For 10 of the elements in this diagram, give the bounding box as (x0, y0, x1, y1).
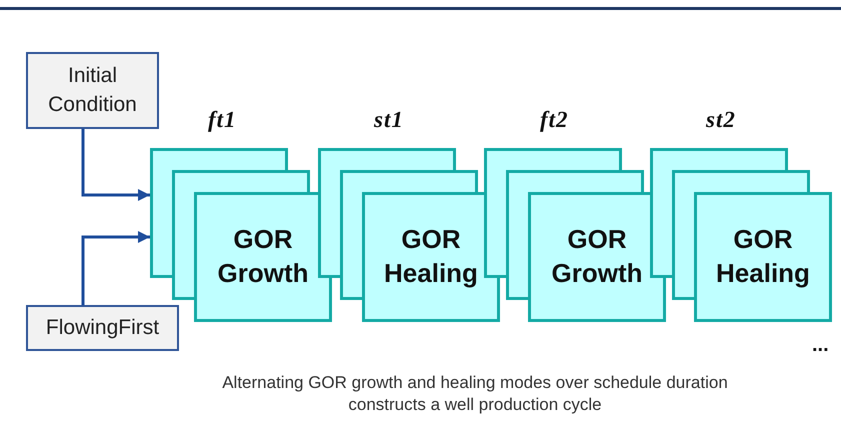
period-label: ft1 (208, 107, 237, 133)
ellipsis: ... (812, 334, 829, 357)
input-box: FlowingFirst (26, 305, 179, 351)
arrow (82, 231, 150, 305)
input-box: Initial Condition (26, 52, 159, 129)
period-label: st2 (706, 107, 736, 133)
caption: Alternating GOR growth and healing modes over schedule duration constructs a well production cycle (221, 372, 729, 416)
period-label: st1 (374, 107, 404, 133)
period-label: ft2 (540, 107, 569, 133)
arrow (82, 129, 150, 201)
